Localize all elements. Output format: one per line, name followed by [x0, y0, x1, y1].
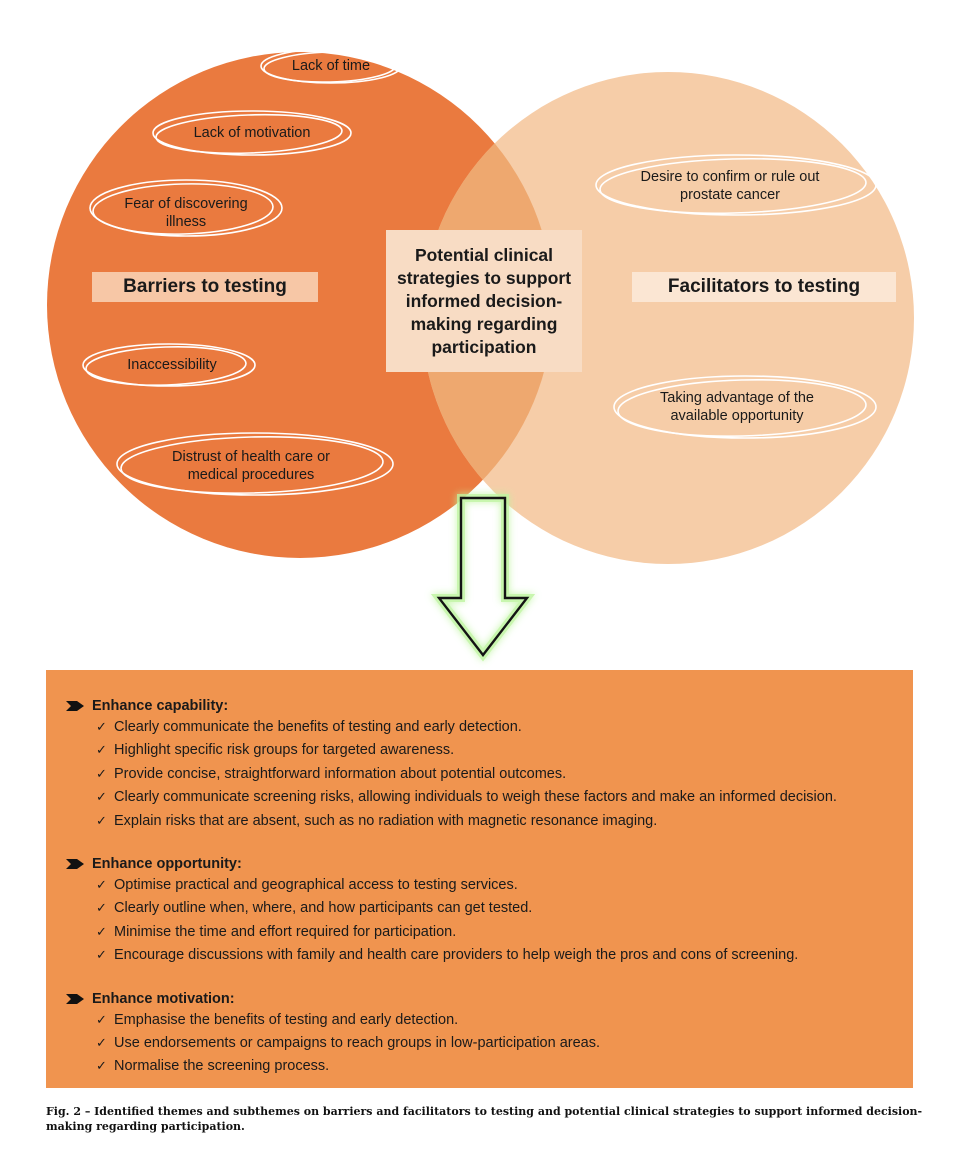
oval-desire-to-confirm — [595, 154, 877, 216]
checkmark-icon: ✓ — [96, 766, 107, 782]
bullet-arrow-icon — [66, 701, 84, 711]
list-item: ✓ Provide concise, straightforward inform… — [66, 763, 913, 786]
list-item: ✓ Encourage discussions with family and h… — [66, 944, 913, 967]
bullet-arrow-icon — [66, 859, 84, 870]
down-arrow-outline — [436, 496, 530, 657]
list-item-text: Provide concise, straightforward informa… — [114, 765, 567, 782]
down-arrow-icon — [430, 494, 536, 662]
facilitator-desire-to-confirm: Desire to confirm or rule out prostate c… — [640, 169, 820, 203]
checkmark-icon: ✓ — [96, 720, 107, 735]
list-item: ✓ Clearly communicate the benefits of tes… — [66, 716, 913, 739]
list-item: ✓ Optimise practical and geographical acc… — [66, 874, 913, 897]
strategy-group-capability: Enhance capability: ✓ Clearly communicate… — [66, 696, 913, 833]
facilitator-taking-advantage: Taking advantage of the available opport… — [660, 390, 814, 424]
list-item: ✓ Clearly communicate screening risks, al… — [66, 786, 913, 809]
barrier-lack-of-time: Lack of time — [291, 58, 371, 74]
list-item-text: Clearly outline when, where, and how par… — [114, 900, 533, 917]
list-item-text: Highlight specific risk groups for targe… — [114, 742, 455, 759]
strategy-title-opportunity: Enhance opportunity: — [92, 856, 242, 873]
barriers-heading: Barriers to testing — [92, 272, 318, 302]
checkmark-icon: ✓ — [96, 1059, 107, 1075]
list-item-text: Explain risks that are absent, such as n… — [114, 812, 658, 829]
checkmark-icon: ✓ — [96, 790, 107, 806]
list-item-text: Encourage discussions with family and he… — [114, 947, 799, 964]
strategy-group-motivation: Enhance motivation: ✓ Emphasise the benef… — [66, 989, 913, 1079]
list-item-text: Clearly communicate screening risks, all… — [114, 789, 837, 806]
list-item-text: Minimise the time and effort required fo… — [114, 923, 457, 940]
barrier-inaccessibility: Inaccessibility — [127, 357, 217, 373]
barrier-lack-of-motivation: Lack of motivation — [193, 125, 311, 141]
oval-lack-of-motivation — [152, 110, 352, 156]
checkmark-icon: ✓ — [96, 878, 107, 894]
strategy-group-title: Enhance opportunity: — [66, 854, 913, 874]
list-item-text: Emphasise the benefits of testing and ea… — [114, 1011, 459, 1028]
bullet-arrow-icon — [66, 993, 84, 1004]
list-item-text: Normalise the screening process. — [114, 1058, 330, 1075]
checkmark-icon: ✓ — [96, 743, 107, 759]
facilitators-circle — [422, 72, 914, 564]
oval-fear-of-discovering-illness — [89, 179, 283, 237]
barrier-distrust: Distrust of health care or medical proce… — [172, 449, 330, 483]
facilitators-heading: Facilitators to testing — [632, 272, 896, 302]
strategy-title-capability: Enhance capability: — [92, 698, 229, 714]
list-item: ✓ Highlight specific risk groups for targ… — [66, 739, 913, 762]
oval-taking-advantage — [613, 375, 877, 439]
checkmark-icon: ✓ — [96, 1036, 107, 1052]
barriers-circle — [47, 52, 553, 558]
figure-caption: Fig. 2 – Identified themes and subthemes… — [46, 1105, 923, 1133]
strategy-group-opportunity: Enhance opportunity: ✓ Optimise practical… — [66, 854, 913, 968]
checkmark-icon: ✓ — [96, 901, 107, 917]
list-item: ✓ Use endorsements or campaigns to reach … — [66, 1032, 913, 1055]
list-item: ✓ Clearly outline when, where, and how pa… — [66, 897, 913, 920]
list-item-text: Clearly communicate the benefits of test… — [114, 719, 522, 735]
checkmark-icon: ✓ — [96, 948, 107, 964]
list-item: ✓ Normalise the screening process. — [66, 1055, 913, 1078]
list-item: ✓ Emphasise the benefits of testing and e… — [66, 1009, 913, 1032]
oval-lack-of-time — [260, 48, 402, 84]
list-item-text: Use endorsements or campaigns to reach g… — [114, 1035, 600, 1052]
center-strategies-text: Potential clinical strategies to support… — [396, 244, 572, 357]
list-item: ✓ Explain risks that are absent, such as … — [66, 810, 913, 833]
checkmark-icon: ✓ — [96, 1012, 107, 1028]
checkmark-icon: ✓ — [96, 813, 107, 829]
strategy-group-title: Enhance motivation: — [66, 989, 913, 1009]
oval-inaccessibility — [82, 343, 256, 387]
strategy-title-motivation: Enhance motivation: — [92, 990, 235, 1007]
center-strategies-box: Potential clinical strategies to support… — [386, 230, 582, 372]
venn-diagram — [47, 48, 914, 662]
checkmark-icon: ✓ — [96, 924, 107, 940]
oval-distrust — [116, 432, 394, 496]
list-item-text: Optimise practical and geographical acce… — [114, 877, 518, 894]
list-item: ✓ Minimise the time and effort required f… — [66, 921, 913, 944]
strategies-panel: Enhance capability: ✓ Clearly communicate… — [46, 670, 913, 1088]
barrier-fear-of-discovering-illness: Fear of discovering illness — [124, 196, 248, 230]
strategy-group-title: Enhance capability: — [66, 696, 913, 716]
